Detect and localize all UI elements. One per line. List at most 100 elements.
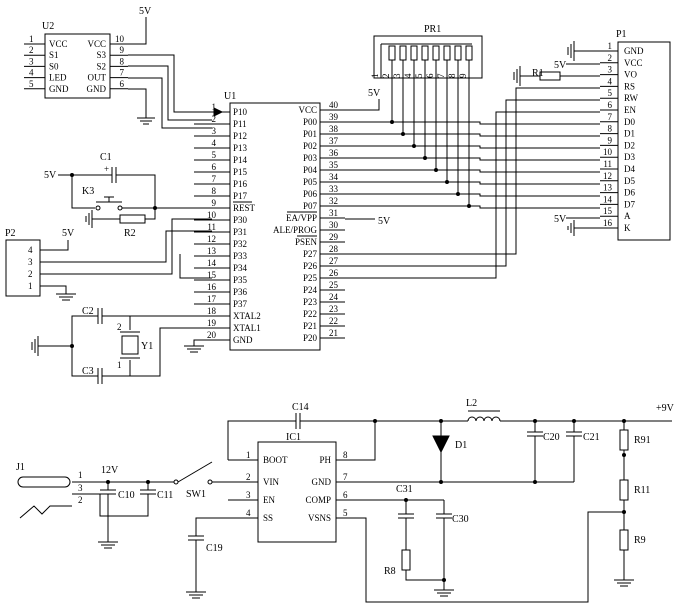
p1-pin-name: EN [624, 105, 636, 115]
pr1-pin-number: 6 [425, 73, 435, 78]
sw1-contact-a [174, 480, 178, 484]
u1-pin-name: P25 [303, 273, 318, 283]
p1-pin-number: 14 [603, 194, 613, 204]
input-ground-symbol [98, 542, 118, 548]
u1-pin-number: 39 [329, 112, 339, 122]
pr1-ref: PR1 [424, 24, 441, 35]
u1-pin-name: P16 [233, 179, 248, 189]
ic1-pin-name: EN [263, 495, 275, 505]
pr1-pin-number: 5 [414, 73, 424, 78]
port0-to-lcd [469, 206, 600, 208]
ic1-pin-name: GND [312, 477, 332, 487]
p1-pin-name: D5 [624, 176, 635, 186]
pr1-resistor [433, 46, 439, 60]
p1-pin-number: 7 [608, 112, 613, 122]
u2-pin-name: OUT [88, 73, 107, 83]
y1-pin2: 2 [117, 322, 122, 332]
u1-ground-symbol [184, 346, 204, 352]
u2-pin-number: 9 [120, 45, 125, 55]
c14-right-wire [300, 421, 375, 460]
u1-pin-name: P37 [233, 299, 248, 309]
crystal-gnd-node [71, 345, 74, 348]
p2-pin-number: 2 [28, 269, 33, 279]
pr1-resistor [455, 46, 461, 60]
u1-pin-number: 8 [212, 186, 217, 196]
ic1-pin-name: BOOT [263, 455, 288, 465]
u1-pin-name: P20 [303, 333, 318, 343]
port0-to-lcd [425, 158, 600, 160]
u2-vcc-wire [128, 17, 146, 44]
u1-pin-number: 40 [329, 100, 339, 110]
u1-pin-name: PSEN [295, 237, 318, 247]
c2-label: C2 [82, 306, 94, 317]
crystal-ground-symbol [32, 336, 38, 356]
p1-a-5v: 5V [554, 214, 567, 225]
p1-pin-number: 8 [608, 124, 613, 134]
u1-pin-name: P04 [303, 165, 318, 175]
u2-ref: U2 [42, 21, 54, 32]
reset-circuit: 5V C1 + K3 R2 [44, 152, 212, 239]
p1-rs-wire [320, 88, 600, 254]
u1-pin-name: P22 [303, 309, 317, 319]
u2-module: U2 1VCC2S13S04LED5GND 10VCC9S38S27OUT6GN… [24, 6, 212, 128]
pr1-resistor [444, 46, 450, 60]
comp-ground-symbol [434, 590, 454, 596]
u1-pin-number: 19 [207, 318, 217, 328]
pr1-resistor [466, 46, 472, 60]
ic1-pin-name: PH [319, 455, 331, 465]
u1-pin-name: ALE/PROG [273, 225, 318, 235]
c19-label: C19 [206, 543, 223, 554]
u2-pin-name: S0 [49, 61, 59, 71]
u1-pin-name: P26 [303, 261, 318, 271]
ic1-pin-number: 8 [343, 450, 348, 460]
p1-pins: 1GND2VCC3VO4RS5RW6EN7D08D19D210D311D412D… [600, 41, 644, 233]
p1-pin-name: RW [624, 93, 639, 103]
c10-label: C10 [118, 490, 135, 501]
p1-connector: P1 1GND2VCC3VO4RS5RW6EN7D08D19D210D311D4… [320, 29, 670, 278]
p1-pin-name: D0 [624, 117, 635, 127]
p2-ref: P2 [5, 228, 16, 239]
c14-label: C14 [292, 402, 309, 413]
p1-pin-number: 6 [608, 100, 613, 110]
reset-5v-label: 5V [44, 170, 57, 181]
pr1-pin-number: 4 [403, 73, 413, 78]
u1-pin-number: 22 [329, 316, 338, 326]
u2-pin-name: GND [87, 84, 107, 94]
ic1-pin-name: VIN [263, 477, 279, 487]
r9-ground-symbol [614, 580, 634, 586]
r91-label: R91 [634, 435, 651, 446]
u1-pin-number: 12 [207, 234, 216, 244]
u1-pin-name: P06 [303, 189, 318, 199]
pr1-resistors: 123456789 [370, 44, 472, 78]
u1-pin-number: 30 [329, 220, 339, 230]
k3-contact-b [118, 206, 122, 210]
p1-pin-number: 13 [603, 183, 613, 193]
p1-pin-number: 5 [608, 88, 613, 98]
u2-pin-name: LED [49, 73, 67, 83]
u1-mcu: U1 1P102P113P124P135P146P157P168P179REST… [184, 91, 391, 352]
l2-inductor [468, 417, 500, 421]
c19-ground-symbol [186, 592, 206, 598]
u1-pin-name: P30 [233, 215, 248, 225]
u1-right-pins: 40VCC39P0038P0137P0236P0335P0434P0533P06… [273, 100, 345, 343]
u2-pin-number: 4 [29, 68, 34, 78]
u1-pin-name: P07 [303, 201, 318, 211]
r2-resistor [120, 215, 145, 223]
crystal-circuit: Y1 2 1 C2 C3 [32, 306, 212, 384]
p1-pin-name: VCC [624, 58, 643, 68]
u1-pin-number: 20 [207, 330, 217, 340]
p1-ground-symbol [568, 41, 574, 61]
u1-ref: U1 [224, 91, 236, 102]
u1-pin-name: P33 [233, 251, 248, 261]
c30-node [443, 579, 446, 582]
u1-pin-number: 29 [329, 232, 339, 242]
p1-pin-number: 1 [608, 41, 613, 51]
u1-pin-number: 4 [212, 138, 217, 148]
p2-ground-symbol [56, 294, 76, 300]
d1-diode [433, 436, 449, 452]
p1-pin-name: GND [624, 46, 644, 56]
v9-label: +9V [656, 403, 675, 414]
u1-pin-number: 31 [329, 208, 338, 218]
p2-5v-label: 5V [62, 228, 75, 239]
